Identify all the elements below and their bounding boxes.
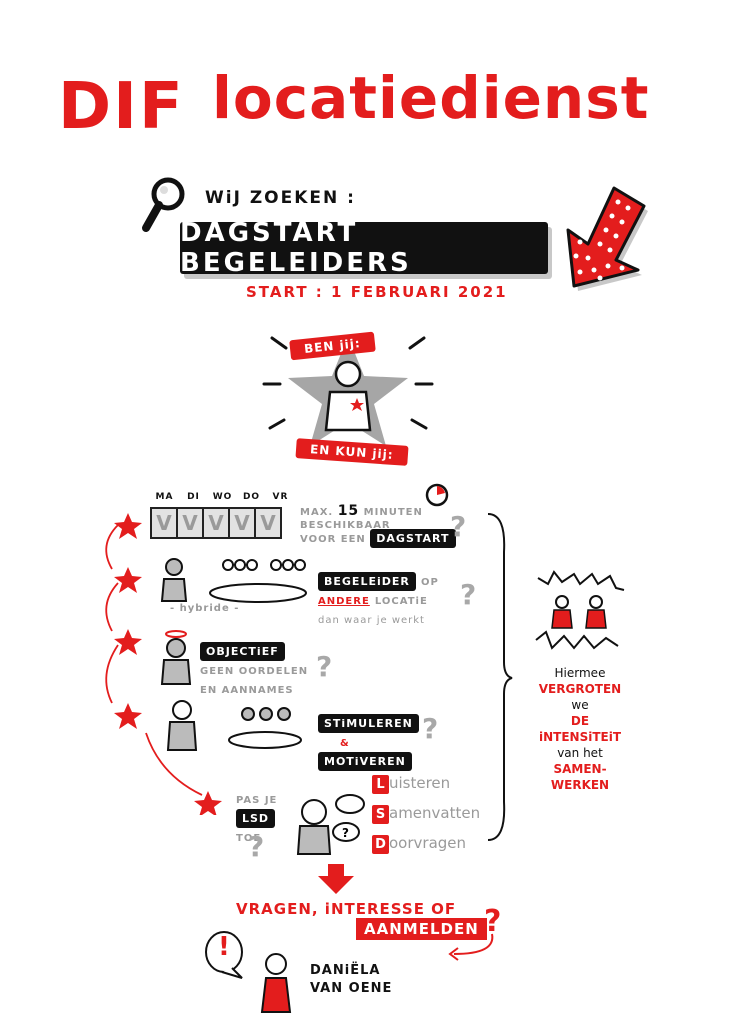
motivate-illustration xyxy=(166,700,302,751)
hybrid-meeting-illustration xyxy=(160,558,307,603)
availability-text: MAX. 15 MINUTEN BESCHIKBAAR VOOR EEN DAG… xyxy=(300,504,456,548)
brace xyxy=(487,513,513,841)
objective-text: OBJECTiEF GEEN OORDELEN EN AANNAMES xyxy=(200,640,308,697)
start-date: START : 1 FEBRUARI 2021 xyxy=(246,283,508,301)
footer-questions: VRAGEN, iNTERESSE OF xyxy=(236,900,457,918)
exclamation-bubble-icon xyxy=(205,931,243,979)
question-mark: ? xyxy=(316,650,333,683)
footer-question-mark: ? xyxy=(484,904,502,939)
question-mark: ? xyxy=(450,510,467,543)
footer-curved-arrow xyxy=(448,933,494,961)
star-person-illustration xyxy=(262,336,434,446)
footer-aanmelden: AANMELDEN xyxy=(356,918,487,940)
question-mark: ? xyxy=(248,830,265,863)
location-text: BEGELEiDER OP ANDERE LOCATiE dan waar je… xyxy=(318,570,439,627)
contact-person-illustration xyxy=(260,953,292,1013)
role-banner: DAGSTART BEGELEIDERS xyxy=(180,218,548,278)
magnifier-icon xyxy=(142,177,185,232)
halo-person-illustration xyxy=(160,630,192,685)
motivate-text: STiMULEREN & MOTiVEREN xyxy=(318,712,419,771)
hybride-label: - hybride - xyxy=(170,603,240,614)
dotted-arrow-icon xyxy=(566,186,648,291)
listener-illustration: ? xyxy=(296,794,365,855)
clock-icon xyxy=(425,483,449,507)
lsd-text: PAS JE LSD TOE xyxy=(236,795,278,844)
side-text: Hiermee VERGROTEN we DE iNTENSiTEiT van … xyxy=(538,666,622,792)
search-intro: WiJ ZOEKEN : xyxy=(205,188,356,208)
title-locatiedienst: locatiedienst xyxy=(212,64,650,132)
contact-name: DANiËLA VAN OENE xyxy=(310,963,393,996)
title-dif: DIF xyxy=(58,70,185,144)
star-flow xyxy=(105,513,222,815)
question-mark: ? xyxy=(460,578,477,611)
question-mark: ? xyxy=(422,712,439,745)
svg-text:?: ? xyxy=(342,826,349,840)
down-arrow-icon xyxy=(318,864,354,894)
exclamation-mark: ! xyxy=(218,932,230,962)
teamwork-illustration xyxy=(535,570,625,650)
